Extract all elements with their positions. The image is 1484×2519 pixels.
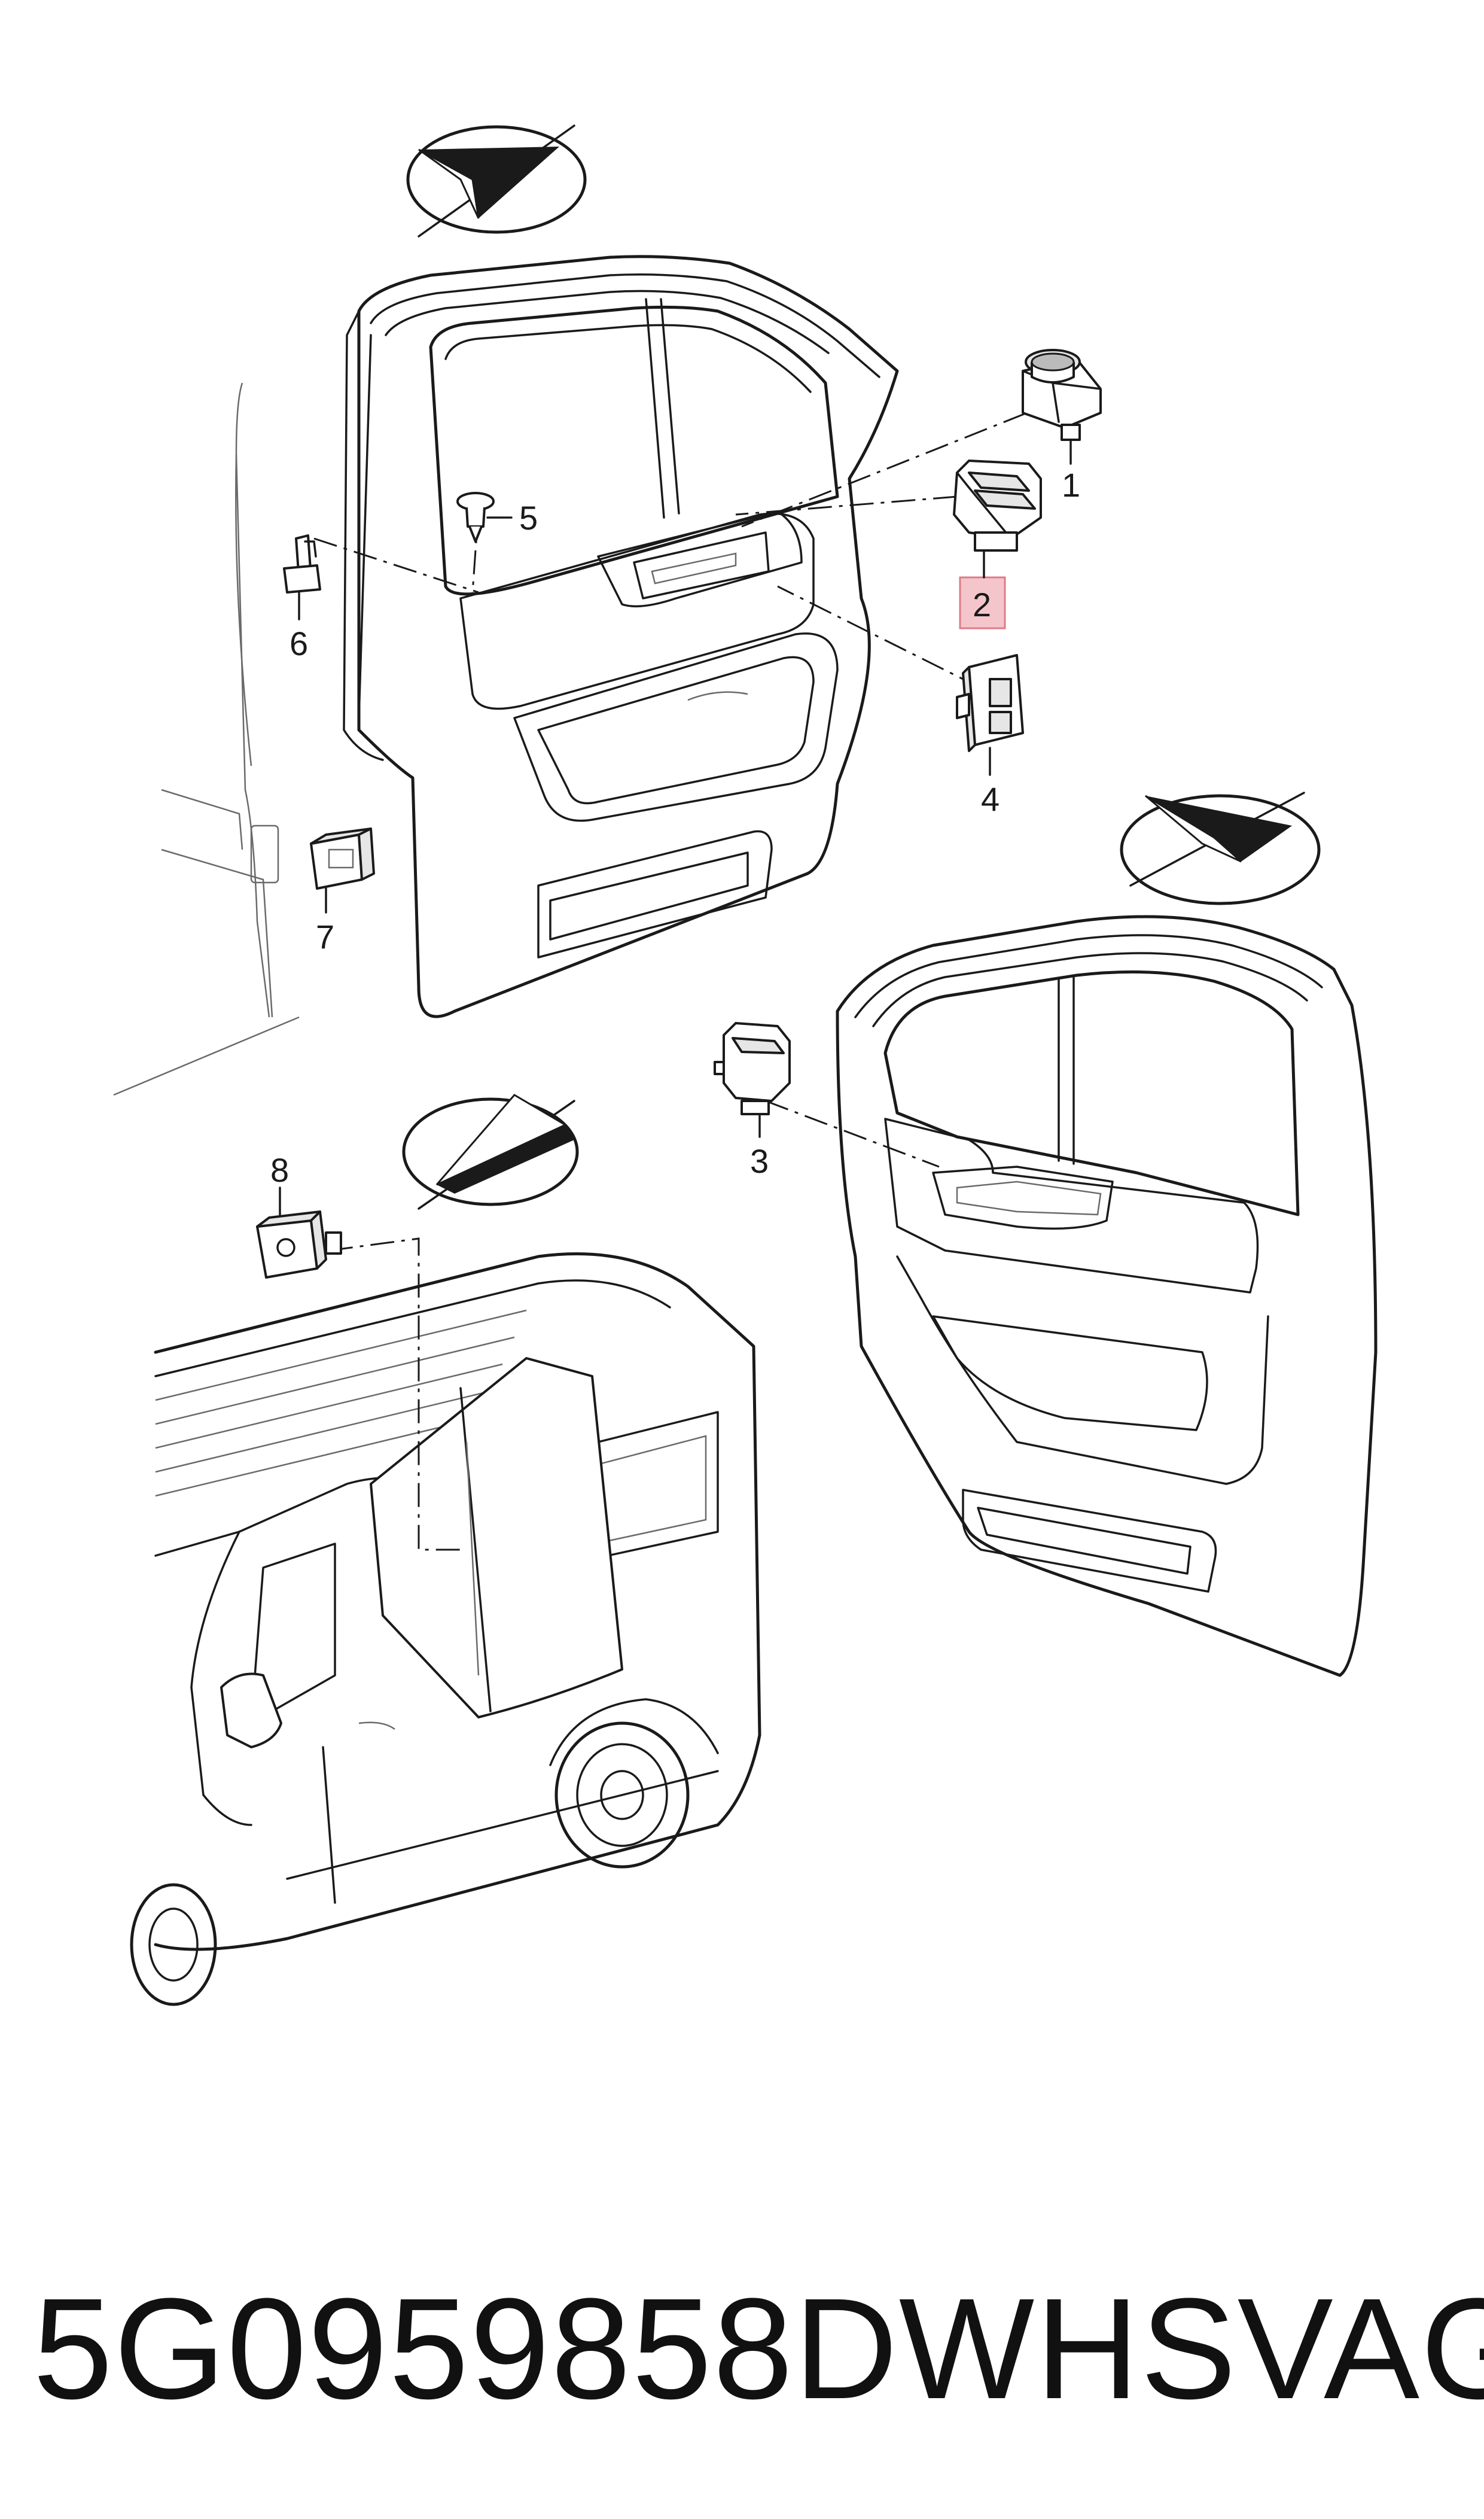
parts-diagram: 1 2 3 4 5 6 7 8 (113, 124, 1378, 2006)
interior-light-switch-icon[interactable] (256, 1210, 342, 1279)
callout-7: 7 (316, 918, 334, 956)
callout-6: 6 (290, 625, 308, 662)
callout-8: 8 (270, 1151, 289, 1189)
callout-leaders (279, 439, 1072, 1216)
window-switch-icon[interactable] (956, 654, 1024, 752)
callout-1: 1 (1062, 466, 1080, 504)
view-direction-icon (406, 124, 587, 238)
rear-door (343, 255, 899, 1018)
footer: 5G0959858DWHS VAG (33, 2262, 1484, 2435)
view-direction-icon (402, 1094, 579, 1210)
brand: VAG (1237, 2268, 1484, 2429)
callout-highlight-2 (959, 576, 1006, 629)
front-door (836, 915, 1378, 1677)
clip-icon (456, 492, 495, 543)
window-switch-icon[interactable] (953, 460, 1042, 552)
body-pillar (113, 382, 300, 1096)
assembly-lines (313, 397, 1065, 1551)
callout-2: 2 (973, 586, 991, 623)
window-switch-icon[interactable] (310, 828, 375, 890)
part-number: 5G0959858DWHS (33, 2268, 1238, 2429)
window-switch-icon[interactable] (714, 1022, 791, 1115)
view-direction-icon (1120, 792, 1321, 905)
callout-4: 4 (981, 780, 1000, 818)
van-body (130, 1252, 761, 2006)
callout-3: 3 (750, 1142, 769, 1180)
callout-5: 5 (519, 499, 538, 537)
mirror-adjust-switch-icon[interactable] (1022, 349, 1102, 441)
bracket-icon (283, 534, 321, 594)
